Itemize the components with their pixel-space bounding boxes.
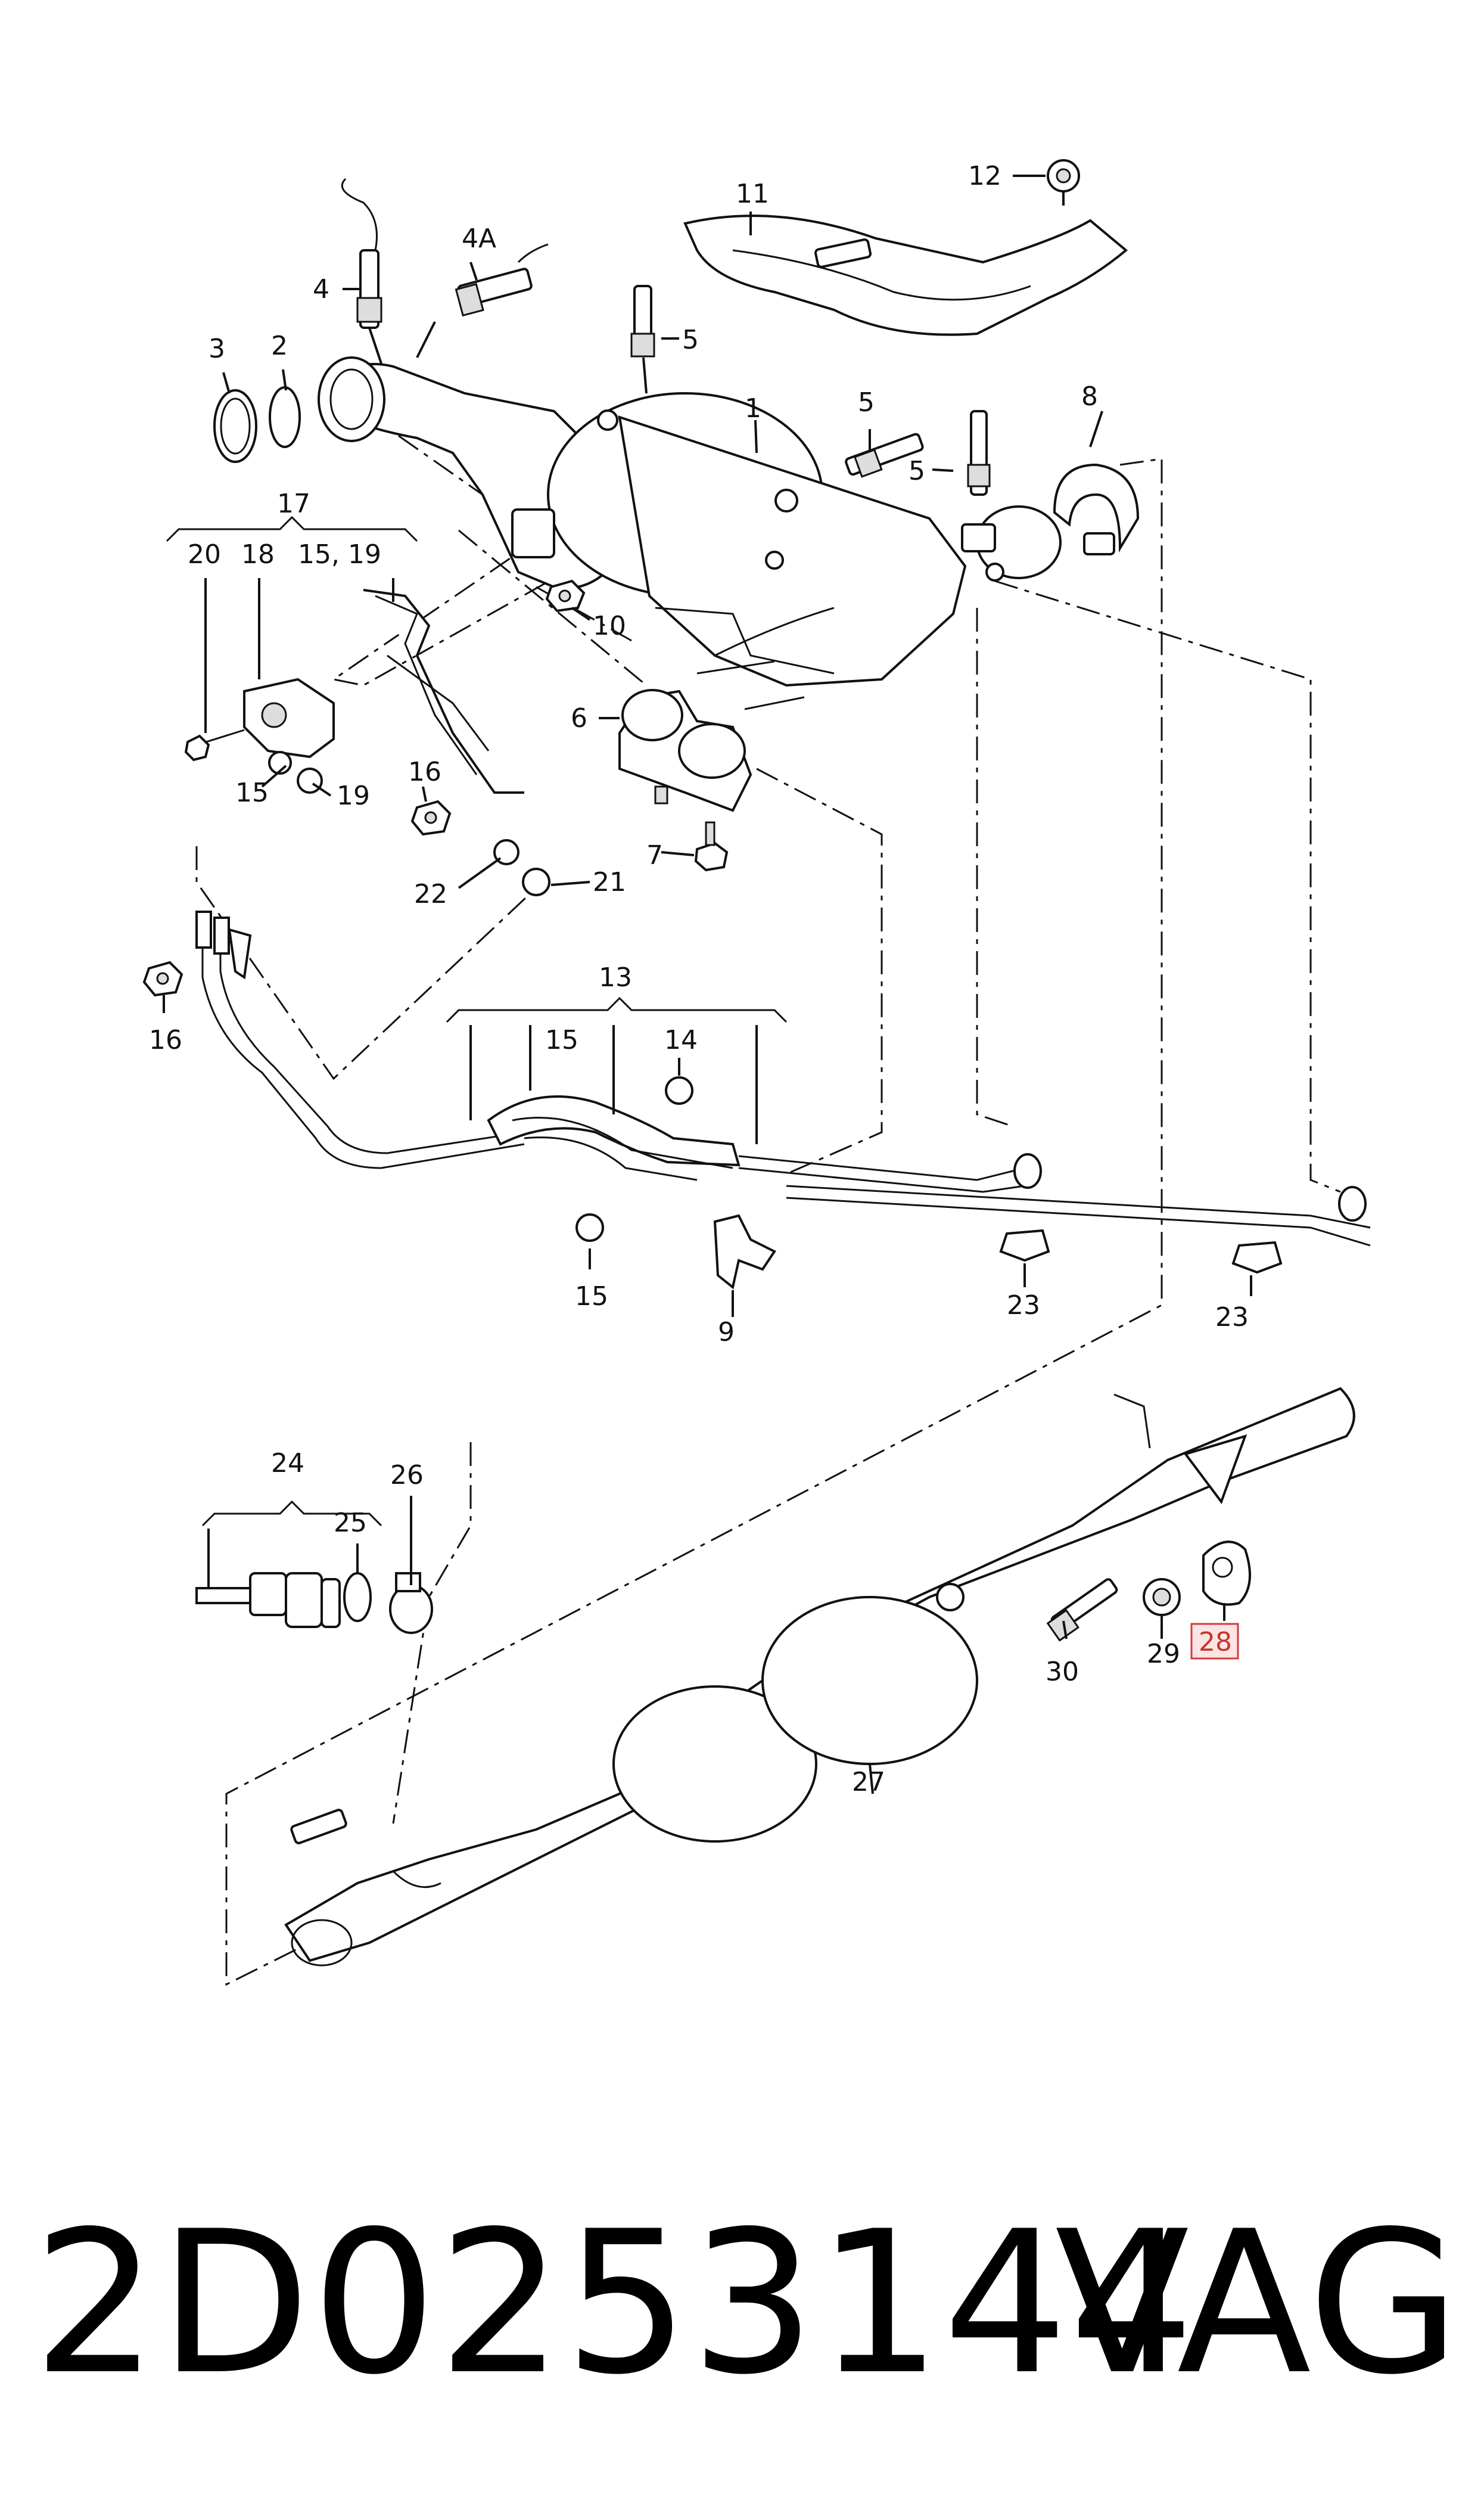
label-18: 18: [241, 539, 275, 570]
dpf-assembly: [332, 362, 1062, 710]
gasket-25: [343, 1572, 372, 1622]
rubber-washer-29: [1143, 1578, 1181, 1616]
gasket-ring-2: [269, 386, 301, 448]
label-15-hose: 15: [545, 1025, 578, 1055]
clip-23-left: [999, 1229, 1050, 1262]
label-23-left: 23: [1007, 1290, 1040, 1321]
clip-15-lower: [575, 1213, 604, 1242]
label-8: 8: [1081, 381, 1098, 412]
label-12: 12: [968, 161, 1001, 191]
label-2: 2: [271, 331, 288, 361]
label-5-right: 5: [909, 456, 925, 486]
label-20: 20: [188, 539, 221, 570]
brand-name: VAG: [1054, 2189, 1460, 2418]
clip-14: [665, 1076, 693, 1105]
sensor-5-middle: [845, 433, 924, 478]
nut-16-upper: [410, 800, 452, 836]
label-6: 6: [571, 703, 587, 734]
bracket-9: [713, 1214, 776, 1290]
label-11: 11: [736, 179, 769, 209]
nut-10: [545, 579, 586, 613]
label-leaders: [163, 175, 1252, 1794]
heat-shield-11: [683, 215, 1128, 336]
clamp-8: [1053, 463, 1140, 555]
label-5-middle: 5: [858, 387, 875, 418]
label-23-right: 23: [1215, 1302, 1249, 1333]
hose-lines-upper: [363, 589, 524, 794]
nut-7: [694, 821, 729, 872]
label-7: 7: [646, 840, 663, 871]
bracket-6: [618, 689, 752, 812]
hose-assembly-13: [487, 1095, 1371, 1247]
label-19: 19: [337, 781, 370, 811]
rubber-mount-28: [1202, 1540, 1251, 1606]
label-1: 1: [745, 393, 761, 424]
label-30: 30: [1046, 1657, 1079, 1687]
label-10: 10: [593, 611, 626, 641]
label-21: 21: [593, 867, 626, 897]
label-13: 13: [599, 962, 632, 993]
bolt-20: [184, 729, 245, 762]
clip-21: [522, 868, 550, 896]
label-25: 25: [334, 1508, 367, 1538]
label-3: 3: [209, 334, 225, 364]
sensor-5-right: [961, 410, 996, 552]
lambda-sensor-4: [341, 178, 382, 364]
label-28-highlight: [1190, 1623, 1239, 1660]
label-15-lower: 15: [575, 1281, 608, 1312]
rear-muffler-27: [284, 1387, 1355, 1967]
label-17: 17: [277, 489, 310, 519]
label-15-left: 15: [235, 778, 269, 808]
temperature-sensor-4a: [416, 243, 549, 358]
label-14: 14: [664, 1025, 698, 1055]
label-27: 27: [852, 1767, 885, 1797]
label-28: 28: [1199, 1627, 1232, 1657]
clamp-26: [389, 1572, 433, 1634]
label-4a: 4A: [462, 223, 496, 254]
exhaust-parts-diagram: 1 2 3 4 4A 5 5 5 6 7 8 9 10 11 12 13 14 …: [142, 159, 1371, 1986]
pipe-bundle-left: [195, 911, 525, 1169]
label-16-lower: 16: [149, 1025, 182, 1055]
clip-23-right: [1231, 1241, 1283, 1274]
nut-16-lower: [142, 961, 183, 997]
label-15-19: 15, 19: [298, 539, 381, 570]
clip-12: [1047, 159, 1080, 206]
label-29: 29: [1147, 1639, 1180, 1669]
label-4: 4: [313, 274, 329, 305]
sensor-5-top: [630, 285, 655, 394]
callout-labels: 1 2 3 4 4A 5 5 5 6 7 8 9 10 11 12 13 14 …: [149, 161, 1249, 1797]
label-24: 24: [271, 1448, 304, 1479]
label-5-top: 5: [682, 325, 699, 355]
pressure-sensor-18: [243, 678, 335, 759]
label-9: 9: [718, 1317, 735, 1347]
sensor-30: [1046, 1578, 1118, 1642]
label-16-upper: 16: [408, 757, 441, 787]
inlet-flange: [318, 356, 385, 442]
clamp-ring-3: [213, 389, 257, 463]
label-26: 26: [390, 1460, 424, 1490]
label-22: 22: [414, 879, 447, 909]
part-number: 2D0253144: [33, 2189, 1196, 2418]
sensor-24-assembly: [195, 1572, 341, 1628]
